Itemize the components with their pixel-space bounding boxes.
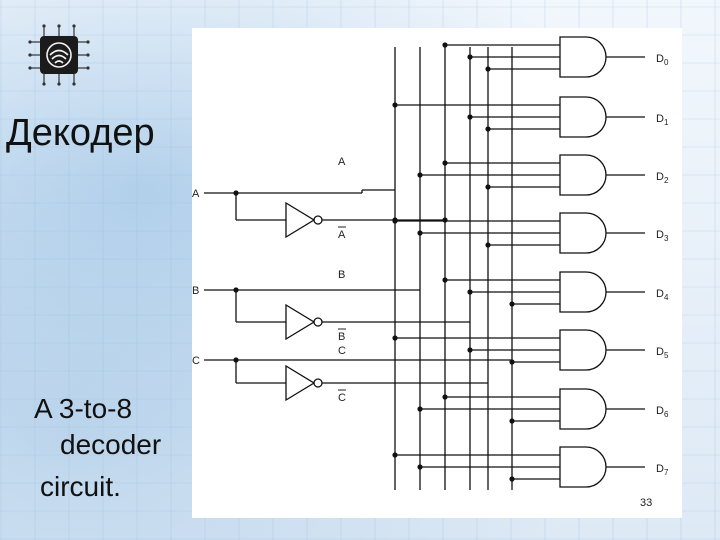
not-bubble bbox=[313, 317, 323, 327]
junction-dot bbox=[485, 66, 491, 72]
junction-dot bbox=[233, 190, 239, 196]
and-gate bbox=[559, 154, 607, 196]
input-label: B bbox=[192, 285, 199, 297]
junction-dot bbox=[509, 359, 515, 365]
not-gate bbox=[285, 201, 316, 239]
input-label: A bbox=[192, 188, 200, 200]
junction-dot bbox=[467, 114, 473, 120]
complement-label: B bbox=[338, 331, 345, 343]
junction-dot bbox=[233, 357, 239, 363]
input-label: C bbox=[192, 355, 200, 367]
output-label: D0 bbox=[656, 53, 669, 67]
and-gate bbox=[559, 212, 607, 254]
complement-label: C bbox=[338, 392, 346, 404]
output-label: D4 bbox=[656, 288, 669, 302]
caption-line-1: A 3-to-8 bbox=[34, 393, 133, 424]
junction-dot bbox=[417, 464, 423, 470]
circuit-junctions bbox=[233, 42, 515, 482]
junction-dot bbox=[417, 172, 423, 178]
true-label: C bbox=[338, 345, 346, 357]
caption-line-2: decoder bbox=[60, 429, 162, 460]
output-label: D2 bbox=[656, 171, 669, 185]
junction-dot bbox=[509, 301, 515, 307]
junction-dot bbox=[417, 230, 423, 236]
circuit-gates bbox=[285, 36, 607, 488]
page-number: 33 bbox=[640, 497, 653, 509]
junction-dot bbox=[233, 287, 239, 293]
and-gate bbox=[559, 388, 607, 430]
not-bubble bbox=[313, 215, 323, 225]
not-gate bbox=[285, 364, 316, 402]
junction-dot bbox=[392, 102, 398, 108]
junction-dot bbox=[467, 54, 473, 60]
junction-dot bbox=[485, 242, 491, 248]
junction-dot bbox=[442, 394, 448, 400]
not-bubble bbox=[313, 378, 323, 388]
true-label: A bbox=[338, 156, 346, 168]
and-gate bbox=[559, 96, 607, 138]
junction-dot bbox=[442, 277, 448, 283]
output-label: D1 bbox=[656, 113, 669, 127]
circuit-wires bbox=[204, 44, 645, 490]
true-label: B bbox=[338, 269, 345, 281]
output-label: D6 bbox=[656, 405, 669, 419]
output-label: D5 bbox=[656, 346, 669, 360]
chip-logo-icon bbox=[28, 24, 90, 86]
and-gate bbox=[559, 36, 607, 78]
slide-title: Декодер bbox=[6, 112, 155, 154]
output-label: D7 bbox=[656, 463, 669, 477]
junction-dot bbox=[509, 476, 515, 482]
and-gate bbox=[559, 271, 607, 313]
junction-dot bbox=[392, 335, 398, 341]
and-gate bbox=[559, 446, 607, 488]
junction-dot bbox=[417, 406, 423, 412]
junction-dot bbox=[485, 126, 491, 132]
junction-dot bbox=[467, 347, 473, 353]
junction-dot bbox=[442, 160, 448, 166]
junction-dot bbox=[392, 218, 398, 224]
not-gate bbox=[285, 303, 316, 341]
junction-dot bbox=[509, 418, 515, 424]
junction-dot bbox=[467, 289, 473, 295]
junction-dot bbox=[442, 217, 448, 223]
junction-dot bbox=[442, 42, 448, 48]
output-label: D3 bbox=[656, 229, 669, 243]
caption-line-3: circuit. bbox=[40, 471, 121, 502]
and-gate bbox=[559, 329, 607, 371]
junction-dot bbox=[392, 452, 398, 458]
complement-label: A bbox=[338, 229, 346, 241]
junction-dot bbox=[485, 184, 491, 190]
